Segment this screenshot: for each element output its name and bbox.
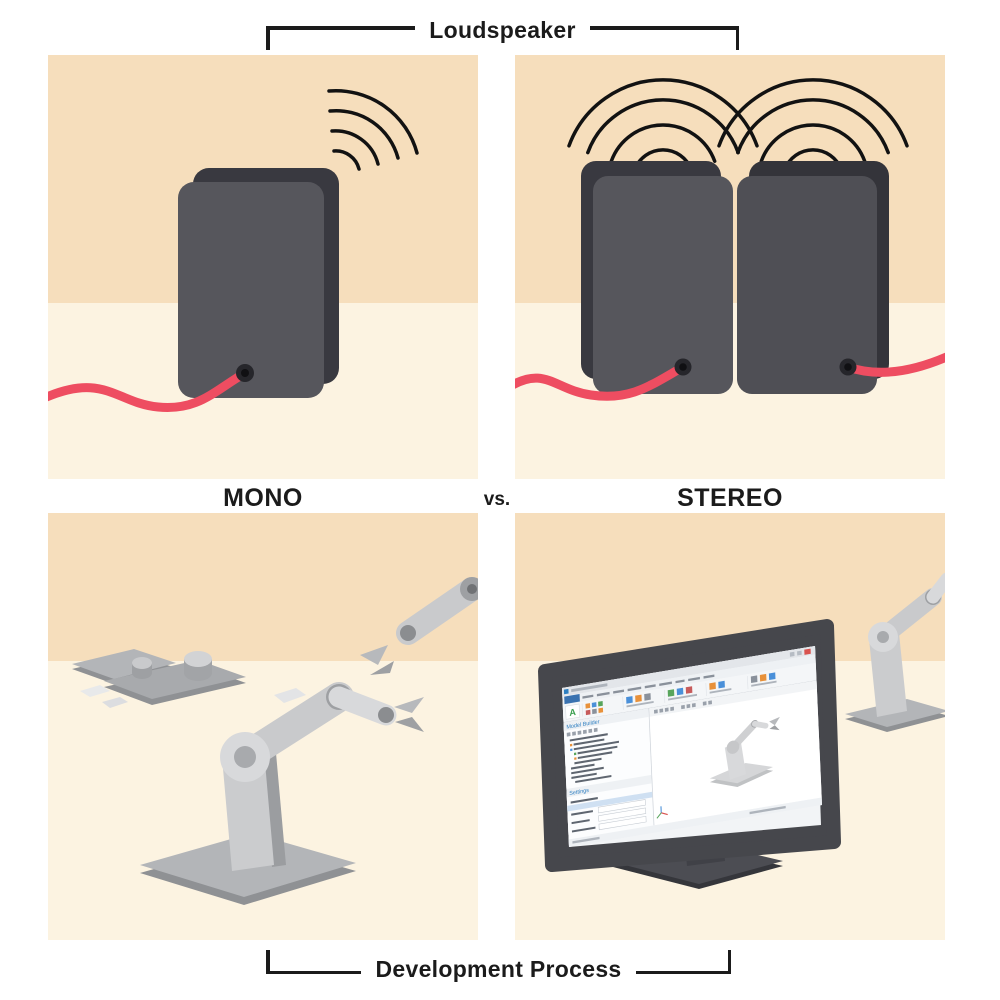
screen-titlebar [562,645,816,697]
bracket-line [269,26,416,30]
cable-socket [674,358,857,376]
background-robot-arm-icon [845,572,945,732]
mono-speaker-icon [178,168,339,398]
close-icon [804,648,811,655]
mono-speaker-illustration [48,55,478,479]
floating-arm-segment [360,577,478,675]
settings-header: Settings [569,788,589,797]
top-bracket-label: Loudspeaker [429,17,576,43]
screen-statusbar [568,797,823,848]
minimize-icon [789,651,795,657]
stereo-speaker-right-icon [737,161,889,394]
mono-cable [48,368,250,413]
simulation-screen: A [562,645,823,848]
bracket-tick-left [266,950,270,974]
screen-graphics-area [649,680,822,826]
bottom-bracket: Development Process [266,950,731,982]
mono-label: MONO [223,484,303,512]
stereo-cable-right [843,352,945,377]
sound-waves-icon [327,88,419,171]
panel-monitor: A [515,513,945,940]
stereo-cable-left [515,362,688,401]
bracket-line [589,26,736,30]
bracket-tick-right [735,26,739,50]
app-logo: A [569,707,576,718]
versus-label: vs. [483,489,511,510]
screen-settings-panel: Settings [566,774,653,833]
top-bracket: Loudspeaker [266,17,739,50]
disassembled-parts [72,649,306,708]
axis-triad-icon [656,806,668,819]
robot-arm-icon [140,682,424,905]
bottom-bracket-label: Development Process [375,956,622,982]
stereo-speaker-left-icon [581,161,733,394]
model-builder-header: Model Builder [566,719,600,731]
maximize-icon [797,650,802,656]
bracket-tick-left [266,26,270,50]
panel-stereo [515,55,945,479]
cable-socket [236,364,254,382]
simulation-illustration: A [515,513,945,940]
robot-assembly-illustration [48,513,478,940]
stereo-speakers-illustration [515,55,945,479]
bracket-line [269,970,362,974]
panel-robot-parts [48,513,478,940]
bracket-tick-right [727,950,731,974]
rendered-robot-arm [709,716,780,788]
bracket-line [635,970,728,974]
panel-mono [48,55,478,479]
stereo-label: STEREO [677,484,783,512]
screen-ribbon-tabs [562,654,816,705]
